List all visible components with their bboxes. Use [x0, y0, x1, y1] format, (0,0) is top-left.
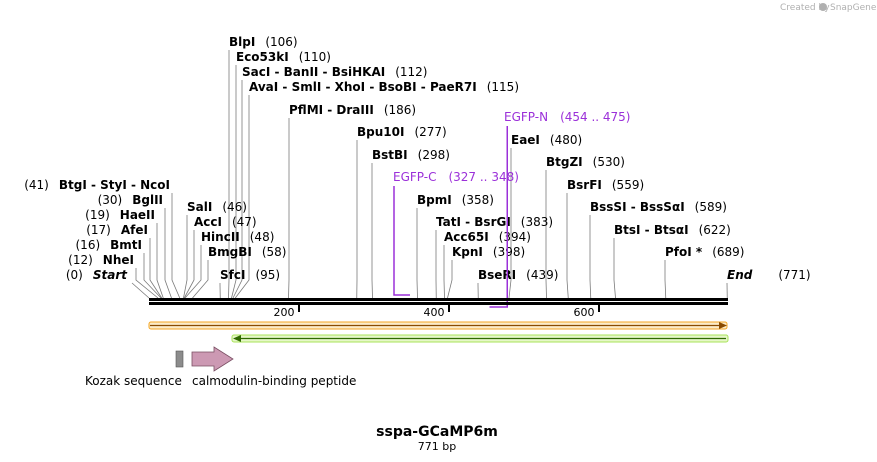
primer-label-egfp-c[interactable]: EGFP-C(327 .. 348)	[393, 170, 519, 184]
brand-text: SnapGene	[830, 3, 877, 13]
enzyme-connector-line	[156, 223, 164, 299]
primer-label-egfp-n[interactable]: EGFP-N(454 .. 475)	[504, 110, 631, 124]
enzyme-connector-line	[192, 260, 209, 299]
enzyme-connector-line	[232, 80, 243, 299]
enzyme-connector-line	[443, 245, 445, 299]
enzyme-connector-line	[288, 118, 290, 299]
kozak-sequence-label: Kozak sequence	[85, 374, 182, 388]
enzyme-label-nhei[interactable]: (12)NheI	[68, 253, 134, 267]
enzyme-connector-line	[371, 163, 373, 299]
enzyme-label-afei[interactable]: (17)AfeI	[86, 223, 148, 237]
start-label: (0)Start	[66, 268, 128, 282]
enzyme-label-avai[interactable]: AvaI - SmlI - XhoI - BsoBI - PaeR7I(115)	[249, 80, 519, 94]
orf-forward[interactable]	[148, 321, 728, 330]
sequence-strand-top	[149, 298, 728, 301]
enzyme-label-sfci[interactable]: SfcI(95)	[220, 268, 280, 282]
primer-egfp-c-bracket	[393, 186, 410, 296]
enzyme-connector-line	[183, 215, 188, 299]
calmodulin-binding-peptide-label: calmodulin-binding peptide	[192, 374, 356, 388]
ruler-label-200: 200	[274, 306, 295, 319]
ruler-label-400: 400	[424, 306, 445, 319]
enzyme-label-eco53ki[interactable]: Eco53kI(110)	[236, 50, 331, 64]
enzyme-connector-line	[135, 268, 159, 299]
kozak-sequence-box[interactable]	[175, 350, 184, 368]
enzyme-connector-line	[231, 65, 237, 299]
enzyme-label-btgi[interactable]: (41)BtgI - StyI - NcoI	[24, 178, 170, 192]
enzyme-connector-line	[184, 245, 202, 299]
enzyme-label-sali[interactable]: SalI(46)	[187, 200, 247, 214]
enzyme-connector-line	[566, 193, 569, 299]
enzyme-label-kpni[interactable]: KpnI(398)	[452, 245, 525, 259]
enzyme-label-bsssi[interactable]: BssSI - BssSαI(589)	[590, 200, 727, 214]
enzyme-connector-line	[164, 208, 172, 299]
snapgene-logo: SnapGene	[819, 3, 877, 13]
enzyme-connector-line	[228, 50, 230, 299]
enzyme-label-bmgbi[interactable]: BmgBI(58)	[208, 245, 287, 259]
start-connector-line	[131, 282, 150, 299]
primer-egfp-n-bracket	[489, 126, 508, 308]
map-subtitle: 771 bp	[418, 440, 456, 453]
enzyme-label-bseri[interactable]: BseRI(439)	[478, 268, 558, 282]
enzyme-connector-line	[416, 208, 418, 299]
enzyme-connector-line	[664, 260, 667, 299]
enzyme-label-bpmi[interactable]: BpmI(358)	[417, 193, 494, 207]
enzyme-connector-line	[545, 170, 547, 299]
enzyme-label-hincii[interactable]: HincII(48)	[201, 230, 274, 244]
enzyme-connector-line	[508, 148, 512, 299]
enzyme-label-acci[interactable]: AccI(47)	[194, 215, 257, 229]
credit-text: Created by	[780, 3, 830, 13]
enzyme-label-bpu10i[interactable]: Bpu10I(277)	[357, 125, 447, 139]
enzyme-label-bsrfi[interactable]: BsrFI(559)	[567, 178, 644, 192]
enzyme-label-tati[interactable]: TatI - BsrGI(383)	[436, 215, 553, 229]
enzyme-label-pflmi[interactable]: PflMI - DraIII(186)	[289, 103, 416, 117]
enzyme-connector-line	[183, 230, 195, 299]
enzyme-connector-line	[589, 215, 592, 299]
enzyme-label-bstbi[interactable]: BstBI(298)	[372, 148, 450, 162]
map-title: sspa-GCaMP6m	[376, 424, 498, 440]
calmodulin-binding-peptide-arrow[interactable]	[191, 346, 234, 372]
enzyme-label-blpi[interactable]: BlpI(106)	[229, 35, 298, 49]
enzyme-label-btsi[interactable]: BtsI - BtsαI(622)	[614, 223, 731, 237]
enzyme-label-haeii[interactable]: (19)HaeII	[85, 208, 155, 222]
enzyme-label-saci[interactable]: SacI - BanII - BsiHKAI(112)	[242, 65, 427, 79]
sequence-strand-bottom	[149, 302, 728, 305]
ruler-label-600: 600	[574, 306, 595, 319]
enzyme-label-btgzi[interactable]: BtgZI(530)	[546, 155, 625, 169]
enzyme-connector-line	[447, 260, 453, 299]
enzyme-connector-line	[143, 253, 162, 299]
enzyme-connector-line	[171, 193, 181, 299]
enzyme-label-bmti[interactable]: (16)BmtI	[76, 238, 143, 252]
end-label: End(771)	[727, 268, 811, 282]
enzyme-label-acc65i[interactable]: Acc65I(394)	[444, 230, 531, 244]
enzyme-label-bglii[interactable]: (30)BglII	[98, 193, 163, 207]
enzyme-connector-line	[234, 95, 250, 299]
enzyme-label-pfoi[interactable]: PfoI *(689)	[665, 245, 744, 259]
enzyme-connector-line	[613, 238, 616, 299]
enzyme-label-eaei[interactable]: EaeI(480)	[511, 133, 582, 147]
enzyme-connector-line	[149, 238, 163, 299]
orf-reverse[interactable]	[231, 334, 729, 343]
